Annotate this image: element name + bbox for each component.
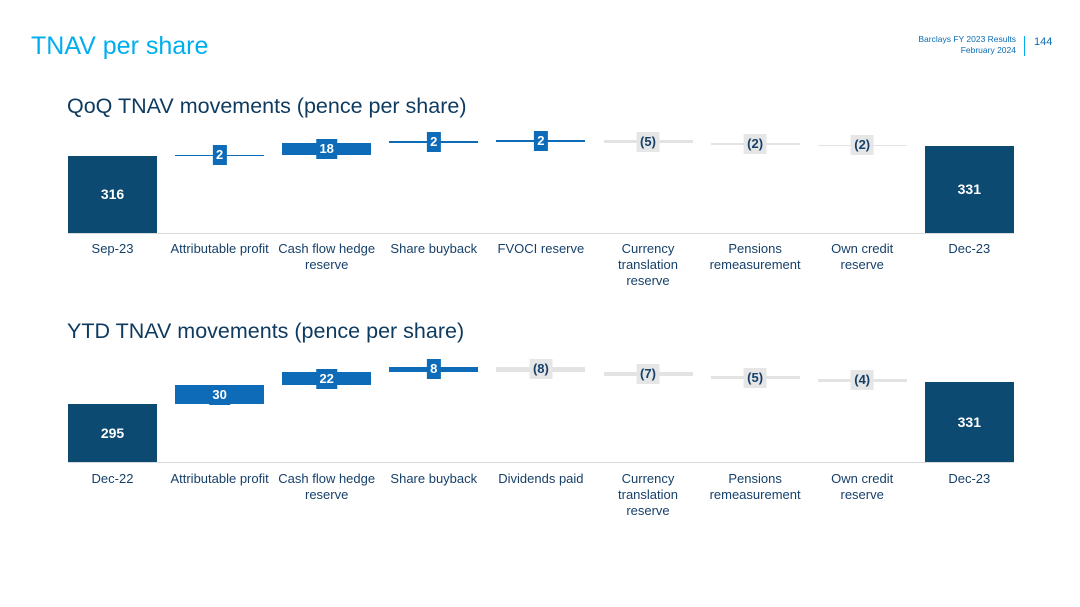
category-label-attributable-profit: Attributable profit <box>170 241 269 256</box>
ytd-waterfall-chart: YTD TNAV movements (pence per share) 295… <box>0 310 1080 522</box>
chart-title: YTD TNAV movements (pence per share) <box>67 319 465 343</box>
category-label-share-buyback: Share buyback <box>390 471 478 486</box>
qoq-waterfall-chart: QoQ TNAV movements (pence per share) 316… <box>0 85 1080 291</box>
category-label-share-buyback: Share buyback <box>390 241 478 256</box>
bar-dec-23 <box>924 381 1014 462</box>
baseline-axis <box>68 462 1014 463</box>
category-label-own-credit-reserve: Own credit reserve <box>831 471 894 502</box>
value-label-dec-23: 331 <box>957 413 981 430</box>
value-label-share-buyback: 2 <box>426 132 441 153</box>
value-label-cash-flow-hedge-reserve: 22 <box>315 368 338 389</box>
value-label-own-credit-reserve: (2) <box>850 135 874 156</box>
category-label-own-credit-reserve: Own credit reserve <box>831 241 894 272</box>
chart-title: QoQ TNAV movements (pence per share) <box>67 94 467 118</box>
category-label-dec-23: Dec-23 <box>948 471 991 486</box>
bar-sep-23 <box>68 155 157 233</box>
slide-title: TNAV per share <box>31 32 209 60</box>
category-label-pensions-remeasurement: Pensions remeasurement <box>709 471 801 502</box>
report-info: Barclays FY 2023 Results February 2024 <box>918 34 1016 56</box>
value-label-attributable-profit: 2 <box>212 145 227 166</box>
category-label-currency-translation-reserve: Currency translation reserve <box>618 241 678 288</box>
report-name: Barclays FY 2023 Results <box>918 34 1016 44</box>
value-label-currency-translation-reserve: (7) <box>636 364 660 385</box>
category-label-cash-flow-hedge-reserve: Cash flow hedge reserve <box>278 241 376 272</box>
page-number: 144 <box>1034 36 1053 48</box>
category-label-fvoci-reserve: FVOCI reserve <box>497 241 585 256</box>
value-label-own-credit-reserve: (4) <box>850 370 874 391</box>
value-label-share-buyback: 8 <box>426 359 441 380</box>
bar-dec-22 <box>68 403 157 462</box>
value-label-cash-flow-hedge-reserve: 18 <box>315 138 338 159</box>
header-divider <box>1024 36 1025 56</box>
value-label-fvoci-reserve: 2 <box>533 130 549 151</box>
category-label-pensions-remeasurement: Pensions remeasurement <box>709 241 801 272</box>
report-date: February 2024 <box>960 45 1016 55</box>
category-label-attributable-profit: Attributable profit <box>170 471 269 486</box>
category-label-dividends-paid: Dividends paid <box>498 471 584 486</box>
value-label-dec-23: 331 <box>957 181 981 198</box>
value-label-dec-22: 295 <box>100 424 125 441</box>
category-label-dec-23: Dec-23 <box>948 241 991 256</box>
value-label-pensions-remeasurement: (5) <box>743 367 767 388</box>
category-label-dec-22: Dec-22 <box>91 471 134 486</box>
baseline-axis <box>68 233 1014 234</box>
value-label-dividends-paid: (8) <box>529 359 553 380</box>
bar-dec-23 <box>924 145 1014 233</box>
value-label-sep-23: 316 <box>100 186 125 203</box>
category-label-sep-23: Sep-23 <box>91 241 134 256</box>
value-label-pensions-remeasurement: (2) <box>743 134 767 155</box>
value-label-currency-translation-reserve: (5) <box>636 131 660 152</box>
value-label-attributable-profit: 30 <box>208 384 231 405</box>
category-label-cash-flow-hedge-reserve: Cash flow hedge reserve <box>278 471 376 502</box>
category-label-currency-translation-reserve: Currency translation reserve <box>618 471 678 518</box>
